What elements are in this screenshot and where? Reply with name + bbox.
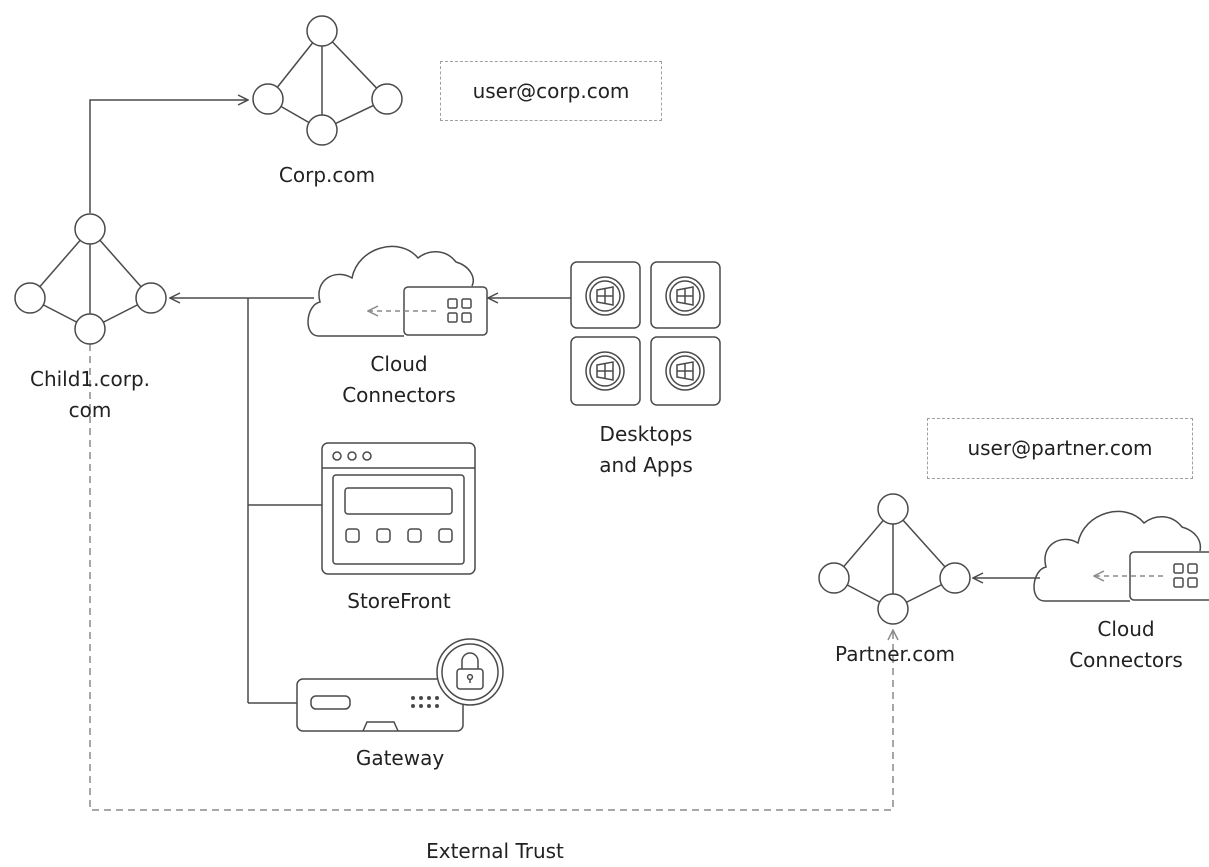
partner-cloud-connectors-label-line1: Cloud [1097, 617, 1155, 641]
desktops-apps-label-line1: Desktops [599, 422, 693, 446]
lock-icon [436, 638, 504, 706]
windows-icon [665, 276, 705, 316]
windows-icon [585, 276, 625, 316]
desktops-apps-icon [570, 261, 721, 406]
gateway-label: Gateway [355, 746, 445, 770]
cloud-connector-icon [307, 245, 488, 337]
corp-domain-tree-icon [252, 15, 403, 146]
partner-user-label: user@partner.com [967, 436, 1153, 460]
partner-cloud-connectors-label: Cloud Connectors [1069, 614, 1183, 676]
partner-cloud-connector-icon [1033, 510, 1209, 602]
windows-icon [585, 351, 625, 391]
desktops-apps-label: Desktops and Apps [599, 419, 692, 481]
connector-lines [89, 100, 1040, 704]
cloud-connectors-label-line1: Cloud [370, 352, 428, 376]
partner-cloud-connectors-label-line2: Connectors [1069, 648, 1183, 672]
partner-user-box: user@partner.com [927, 418, 1193, 479]
child-domain-label-line1: Child1.corp. [29, 367, 151, 391]
child-domain-label: Child1.corp. com [30, 364, 150, 426]
cloud-connectors-label: Cloud Connectors [342, 349, 456, 411]
partner-domain-label: Partner.com [835, 642, 955, 666]
corp-user-label: user@corp.com [472, 78, 630, 103]
storefront-icon [321, 442, 476, 575]
corp-user-box: user@corp.com [440, 61, 662, 121]
corp-domain-label: Corp.com [278, 163, 376, 187]
partner-domain-tree-icon [818, 493, 971, 625]
storefront-label: StoreFront [347, 589, 451, 613]
child-domain-label-line2: com [68, 398, 112, 422]
desktops-apps-label-line2: and Apps [599, 453, 693, 477]
gateway-appliance-icon [296, 638, 504, 732]
cloud-connectors-label-line2: Connectors [342, 383, 456, 407]
external-trust-path [89, 344, 893, 811]
child-domain-tree-icon [14, 213, 167, 345]
child-to-corp-arrow [89, 100, 248, 213]
windows-icon [665, 351, 705, 391]
external-trust-label: External Trust [426, 839, 564, 863]
